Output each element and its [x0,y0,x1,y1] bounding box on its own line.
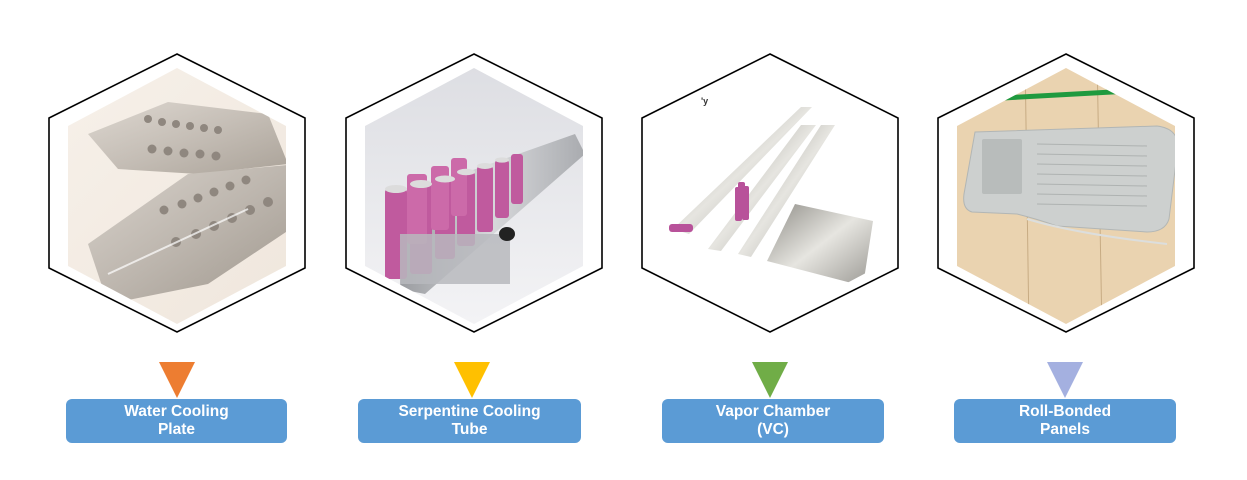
serpentine-cooling-tube-image [345,53,603,333]
label-line-2: Panels [1040,421,1090,438]
water-cooling-plate-image [48,53,306,333]
label-roll-bonded-panels: Roll-Bonded Panels [954,399,1176,443]
hexagon-outline [641,53,899,333]
label-line-1: Roll-Bonded [1018,403,1112,420]
yellow-triangle-marker-icon [454,362,490,398]
green-triangle-marker-icon [752,362,788,398]
label-line-1: Water Cooling [124,403,229,420]
label-serpentine-cooling-tube: Serpentine Cooling Tube [358,399,581,443]
roll-bonded-panels-image [937,53,1195,333]
image-text-fragment: 'y [701,96,708,106]
hexagon-outline [937,53,1195,333]
lavender-triangle-marker-icon [1047,362,1083,398]
hexagon-water-cooling-plate [48,53,306,333]
label-water-cooling-plate: Water Cooling Plate [66,399,287,443]
label-line-1: Serpentine Cooling [398,403,541,420]
label-line-2: Plate [157,421,196,438]
hexagon-outline [345,53,603,333]
hexagon-serpentine-cooling-tube [345,53,603,333]
hexagon-roll-bonded-panels [937,53,1195,333]
hexagon-vapor-chamber: 'y [641,53,899,333]
hexagon-outline [48,53,306,333]
label-line-2: (VC) [757,421,789,438]
label-line-2: Tube [451,421,488,438]
orange-triangle-marker-icon [159,362,195,398]
label-vapor-chamber: Vapor Chamber (VC) [662,399,884,443]
label-line-1: Vapor Chamber [715,403,831,420]
vapor-chamber-image: 'y [641,53,899,333]
